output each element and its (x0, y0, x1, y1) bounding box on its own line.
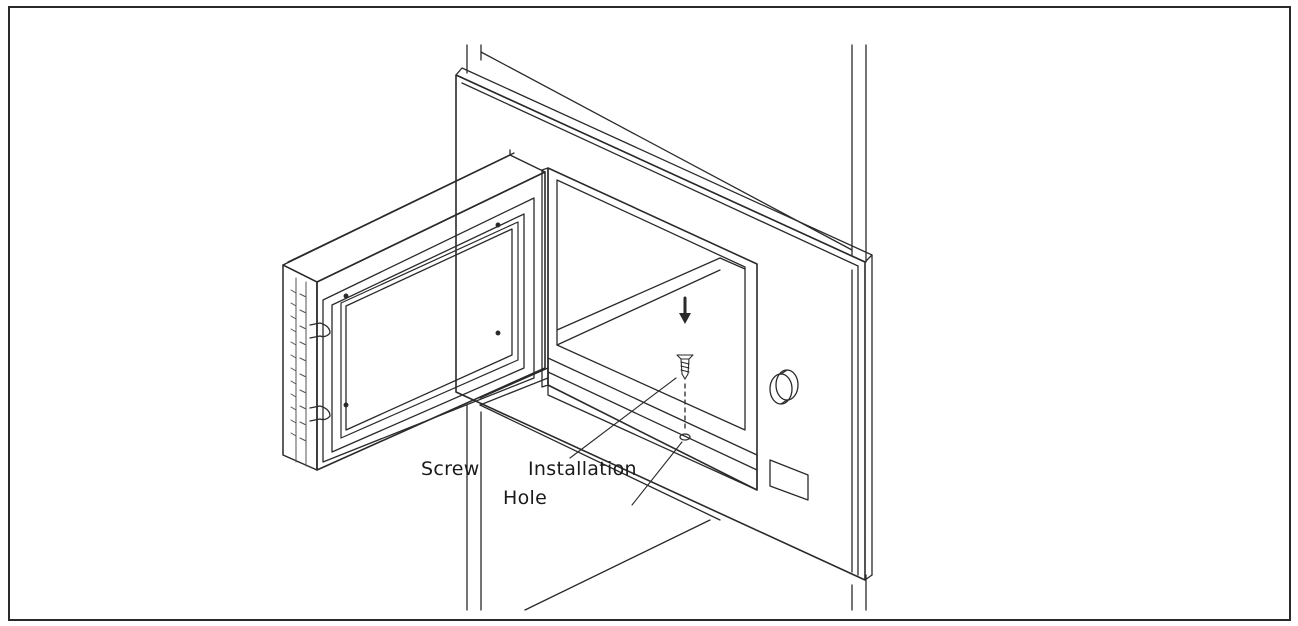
callout-leaders (569, 377, 683, 506)
callout-label-hole: Hole (503, 487, 548, 509)
door-edge-hatch (290, 277, 307, 467)
knob-icon (769, 369, 799, 405)
figure-frame (8, 6, 1291, 621)
cabinet-outline (466, 44, 867, 611)
display-window (769, 459, 809, 501)
door-panel (282, 149, 546, 471)
oven-cavity (479, 167, 758, 521)
door-hinge-clips (309, 322, 331, 422)
callout-label-screw: Screw (421, 458, 480, 480)
screw-icon (676, 354, 694, 380)
down-arrow-icon (679, 296, 691, 324)
callout-label-installation: Installation (528, 458, 637, 480)
installation-hole (679, 433, 691, 441)
microwave-frame (455, 67, 873, 581)
